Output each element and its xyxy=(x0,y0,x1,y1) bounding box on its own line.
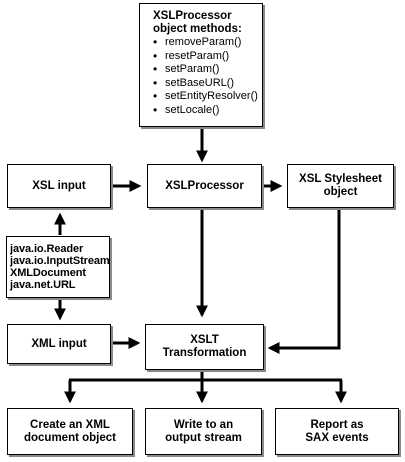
output-line1: Report as xyxy=(310,418,364,431)
xsl-input-box: XSL input xyxy=(7,164,111,208)
xsl-input-label: XSL input xyxy=(32,179,86,192)
xsl-processor-label: XSLProcessor xyxy=(165,179,244,192)
method-item: • setLocale() xyxy=(153,102,258,118)
bullet-icon: • xyxy=(153,102,158,117)
method-label: setLocale() xyxy=(165,103,220,116)
output-line2: output stream xyxy=(165,431,242,444)
bullet-icon: • xyxy=(153,89,158,104)
xml-input-box: XML input xyxy=(7,324,111,364)
output-stream-box: Write to an output stream xyxy=(145,408,262,455)
output-line1: Write to an xyxy=(173,418,234,431)
methods-title-line1: XSLProcessor xyxy=(153,10,232,22)
method-label: setEntityResolver() xyxy=(165,90,258,103)
bullet-icon: • xyxy=(153,48,158,63)
xml-input-label: XML input xyxy=(31,337,87,350)
input-sources-box: java.io.Reader java.io.InputStream XMLDo… xyxy=(6,236,110,298)
transformation-line2: Transformation xyxy=(162,347,247,359)
method-item: • setParam() xyxy=(153,63,258,77)
bullet-icon: • xyxy=(153,62,158,77)
output-create-xml-box: Create an XML document object xyxy=(7,408,133,455)
xsl-processor-box: XSLProcessor xyxy=(147,164,262,208)
bullet-icon: • xyxy=(153,35,158,49)
method-item: • removeParam() xyxy=(153,35,258,50)
method-label: setParam() xyxy=(165,63,220,76)
method-label: resetParam() xyxy=(165,49,230,62)
bullet-icon: • xyxy=(153,75,158,90)
arrow-stylesheet-to-transformation xyxy=(267,208,341,354)
output-line1: Create an XML xyxy=(30,418,110,431)
transformation-line1: XSLT xyxy=(190,334,219,346)
method-item: • setEntityResolver() xyxy=(153,90,258,104)
source-item: XMLDocument xyxy=(10,267,86,279)
output-sax-events-box: Report as SAX events xyxy=(275,408,399,455)
method-item: • resetParam() xyxy=(153,48,258,64)
stylesheet-line2: object xyxy=(323,186,358,198)
methods-title-line2: object methods: xyxy=(153,23,242,35)
method-item: • setBaseURL() xyxy=(153,75,258,91)
methods-box: XSLProcessor object methods: • removePara… xyxy=(139,3,263,127)
source-item: java.io.InputStream xyxy=(10,255,110,267)
methods-list: • removeParam() • resetParam() • setParam()… xyxy=(153,35,258,118)
stylesheet-line1: XSL Stylesheet xyxy=(299,173,382,185)
source-item: java.net.URL xyxy=(10,279,76,291)
output-line2: document object xyxy=(23,431,116,444)
method-label: setBaseURL() xyxy=(165,76,235,89)
output-line2: SAX events xyxy=(305,431,369,444)
method-label: removeParam() xyxy=(165,36,242,48)
xslt-transformation-box: XSLT Transformation xyxy=(145,324,264,370)
xsl-stylesheet-box: XSL Stylesheet object xyxy=(287,164,394,208)
source-item: java.io.Reader xyxy=(10,243,84,255)
